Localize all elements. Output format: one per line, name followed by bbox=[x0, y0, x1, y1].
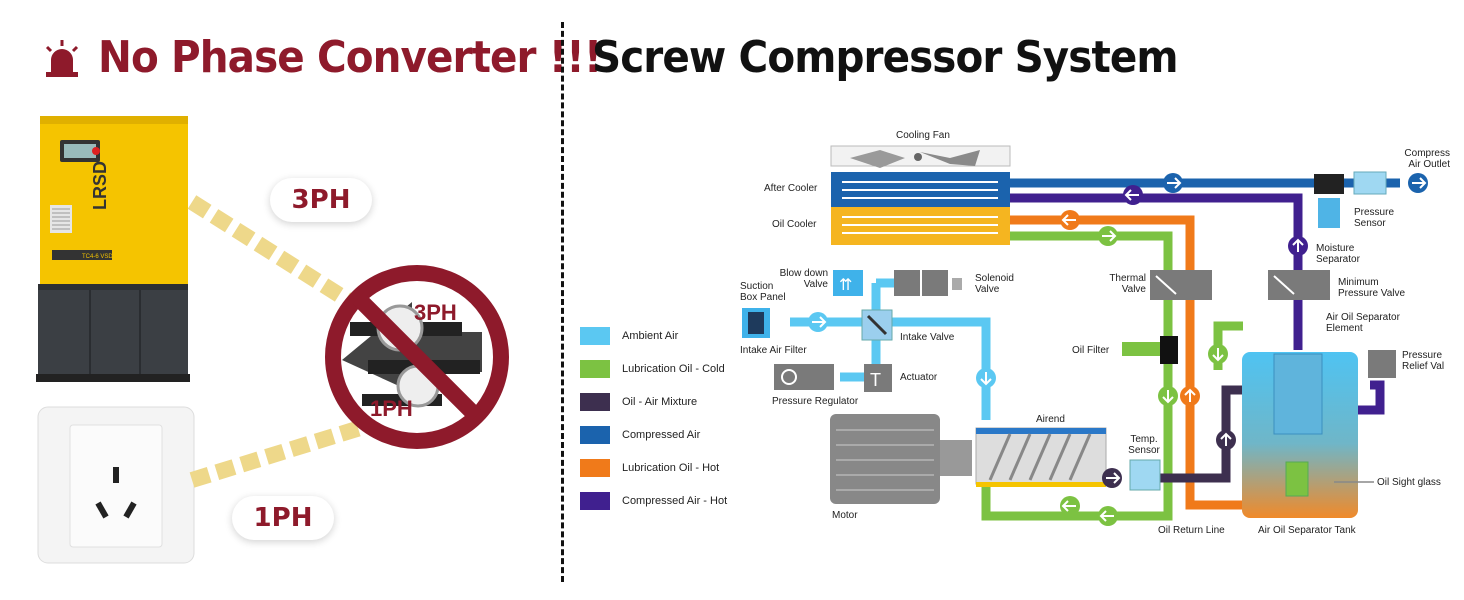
flow-arrows bbox=[808, 173, 1428, 526]
label-intake-air-filter: Intake Air Filter bbox=[740, 345, 807, 356]
brand-text: LRSD bbox=[90, 161, 110, 210]
wall-outlet bbox=[37, 406, 195, 564]
left-title: No Phase Converter !!! bbox=[98, 32, 602, 83]
temp-sensor-box bbox=[1129, 459, 1161, 491]
dashed-cables bbox=[187, 195, 365, 488]
blow-down-valve: ⇈ bbox=[833, 270, 863, 296]
label-moisture-separator: Moisture Separator bbox=[1316, 243, 1360, 265]
legend-swatch-ambient-air bbox=[580, 327, 610, 345]
label-cooling-fan: Cooling Fan bbox=[896, 130, 950, 141]
label-air-oil-separator-element: Air Oil Separator Element bbox=[1326, 312, 1400, 334]
label-blow-down-valve: Blow down Valve bbox=[779, 268, 828, 290]
label-actuator: Actuator bbox=[900, 372, 938, 383]
label-airend: Airend bbox=[1036, 414, 1065, 425]
legend-label-ambient-air: Ambient Air bbox=[622, 330, 679, 342]
label-air-oil-separator-tank: Air Oil Separator Tank bbox=[1258, 525, 1356, 536]
label-suction-box-panel: Suction Box Panel bbox=[740, 281, 786, 303]
legend-swatch-compressed-air bbox=[580, 426, 610, 444]
legend-swatch-oil-cold bbox=[580, 360, 610, 378]
cooling-fan bbox=[830, 145, 1011, 168]
minimum-pressure-valve-box bbox=[1268, 270, 1330, 300]
svg-text:⇈: ⇈ bbox=[839, 277, 852, 294]
prohibition-sign: 3PH 1PH bbox=[325, 265, 509, 449]
label-pressure-sensor: Pressure Sensor bbox=[1354, 207, 1395, 229]
thermal-valve-box bbox=[1150, 270, 1212, 300]
motor bbox=[830, 414, 972, 504]
solenoid-valve bbox=[894, 270, 962, 296]
oil-filter-box bbox=[1122, 336, 1178, 364]
moisture-separator-box bbox=[1318, 198, 1340, 228]
label-oil-return-line: Oil Return Line bbox=[1158, 525, 1225, 536]
label-intake-valve: Intake Valve bbox=[900, 332, 955, 343]
badge-3ph: 3PH bbox=[270, 178, 372, 222]
intake-air-filter-box bbox=[742, 308, 770, 338]
label-solenoid-valve: Solenoid Valve bbox=[975, 273, 1014, 295]
pressure-regulator-box bbox=[774, 364, 834, 390]
alarm-icon bbox=[45, 40, 79, 77]
airend bbox=[975, 427, 1107, 487]
compressor-machine: LRSD TC4-6 VSD bbox=[36, 116, 190, 382]
legend-label-oil-air: Oil - Air Mixture bbox=[622, 396, 698, 408]
sign-1ph-text: 1PH bbox=[370, 396, 413, 421]
outlet-block bbox=[1314, 174, 1344, 194]
legend-label-compressed-air-hot: Compressed Air - Hot bbox=[622, 495, 728, 507]
label-oil-filter: Oil Filter bbox=[1072, 345, 1110, 356]
sign-3ph-text: 3PH bbox=[414, 300, 457, 325]
legend-swatch-oil-air bbox=[580, 393, 610, 411]
pressure-sensor-box bbox=[1353, 171, 1387, 195]
model-text: TC4-6 VSD bbox=[82, 254, 113, 260]
legend-label-oil-hot: Lubrication Oil - Hot bbox=[622, 462, 720, 474]
actuator-box: T bbox=[864, 364, 892, 392]
divider bbox=[561, 22, 564, 582]
label-temp-sensor: Temp. Sensor bbox=[1128, 434, 1160, 456]
label-oil-cooler: Oil Cooler bbox=[772, 219, 817, 230]
legend-swatch-compressed-air-hot bbox=[580, 492, 610, 510]
svg-text:T: T bbox=[870, 370, 881, 390]
label-minimum-pressure-valve: Minimum Pressure Valve bbox=[1338, 277, 1406, 299]
label-compress-air-outlet: Compress Air Outlet bbox=[1404, 148, 1450, 170]
legend-label-oil-cold: Lubrication Oil - Cold bbox=[622, 363, 725, 375]
badge-1ph: 1PH bbox=[232, 496, 334, 540]
label-motor: Motor bbox=[832, 510, 858, 521]
label-pressure-relief-val: Pressure Relief Val bbox=[1402, 350, 1445, 372]
right-title: Screw Compressor System bbox=[592, 32, 1179, 83]
label-oil-sight-glass: Oil Sight glass bbox=[1377, 477, 1441, 488]
label-after-cooler: After Cooler bbox=[764, 183, 818, 194]
label-thermal-valve: Thermal Valve bbox=[1109, 273, 1146, 295]
intake-valve-box bbox=[861, 309, 893, 341]
legend-swatch-oil-hot bbox=[580, 459, 610, 477]
pressure-relief-box bbox=[1368, 350, 1396, 378]
label-pressure-regulator: Pressure Regulator bbox=[772, 396, 859, 407]
legend-label-compressed-air: Compressed Air bbox=[622, 429, 701, 441]
separator-tank bbox=[1242, 352, 1374, 518]
